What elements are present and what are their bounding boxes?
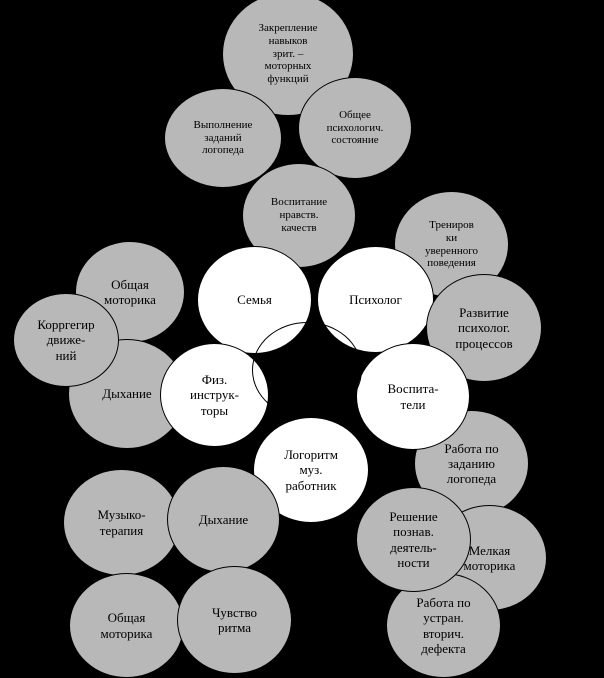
hub-logorhythmics-music-worker: Логоритм муз. работник [253, 417, 369, 523]
bubble-gross-motor-bottom: Общая моторика [69, 573, 184, 678]
bubble-sense-of-rhythm: Чувство ритма [177, 566, 292, 674]
bubble-general-psych-state: Общее психологич. состояние [298, 77, 412, 179]
bubble-cognitive-activity: Решение познав. деятель- ности [356, 487, 471, 592]
bubble-music-therapy: Музыко- терапия [63, 469, 180, 576]
bubble-breathing-bottom: Дыхание [167, 466, 280, 573]
bubble-movement-correction: Корргегир движе- ний [13, 293, 119, 387]
hub-psychologist: Психолог [317, 246, 434, 353]
hub-family: Семья [197, 246, 312, 354]
hub-educators: Воспита- тели [356, 343, 470, 450]
bubble-speech-therapist-tasks: Выполнение заданий логопеда [164, 88, 282, 188]
hub-phys-instructors: Физ. инструк- торы [160, 343, 269, 447]
